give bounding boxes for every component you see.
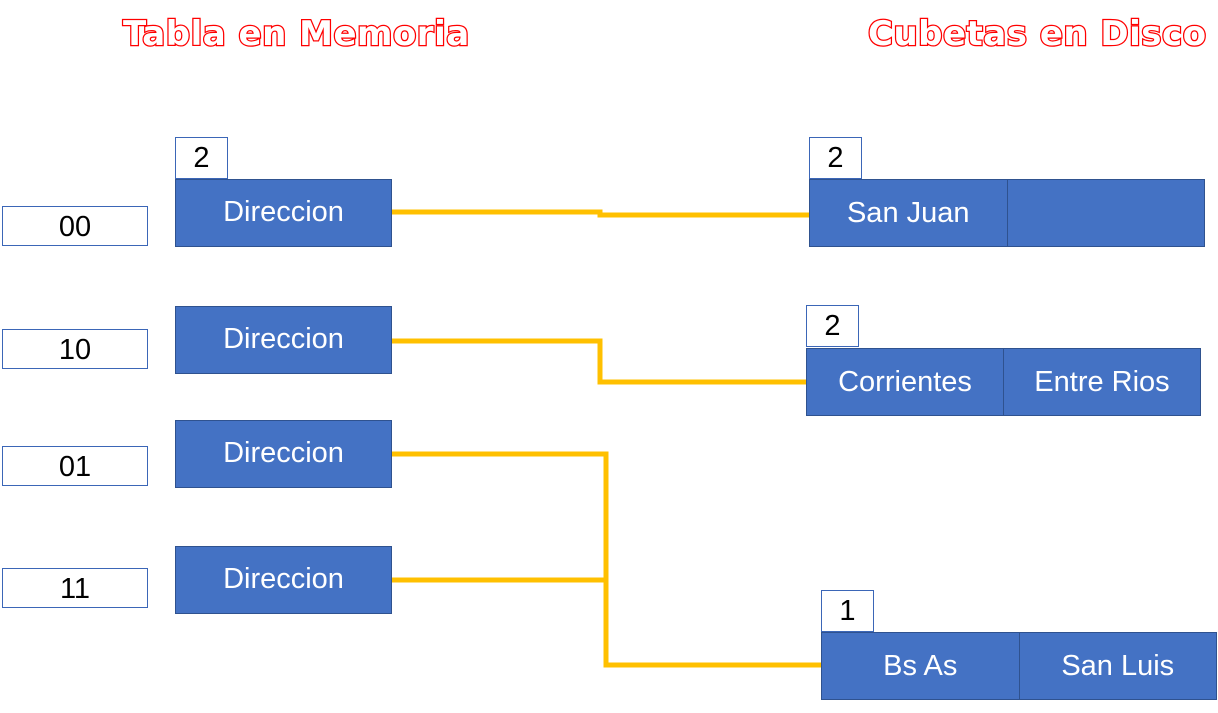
table-key-cell: 01 (2, 446, 148, 486)
bucket-3: Bs As San Luis (821, 632, 1217, 700)
bucket-slot: San Luis (1018, 633, 1217, 699)
bucket-slot: Corrientes (838, 365, 972, 398)
table-pointer-cell: Direccion (175, 546, 392, 614)
bucket-slot: Bs As (883, 649, 958, 682)
table-key-cell: 10 (2, 329, 148, 369)
memory-table-heading: Tabla en Memoria (122, 13, 471, 56)
table-pointer-cell: Direccion (175, 179, 392, 247)
bucket-depth-box: 2 (806, 305, 859, 347)
table-key-cell: 00 (2, 206, 148, 246)
link-00-to-bucket-1 (392, 209, 809, 218)
bucket-slot (1006, 180, 1205, 246)
table-key-cell: 11 (2, 568, 148, 608)
bucket-depth-box: 2 (809, 137, 862, 179)
link-10-to-bucket-2 (392, 338, 806, 385)
table-pointer-cell: Direccion (175, 420, 392, 488)
bucket-slot: San Juan (846, 196, 970, 229)
bucket-depth-box: 1 (821, 590, 874, 632)
table-pointer-cell: Direccion (175, 306, 392, 374)
bucket-1: San Juan (809, 179, 1205, 247)
link-01-to-bucket-3 (392, 451, 821, 668)
disk-buckets-heading: Cubetas en Disco (867, 13, 1208, 56)
bucket-2: Corrientes Entre Rios (806, 348, 1201, 416)
global-depth-box: 2 (175, 137, 228, 179)
bucket-slot: Entre Rios (1003, 349, 1200, 415)
